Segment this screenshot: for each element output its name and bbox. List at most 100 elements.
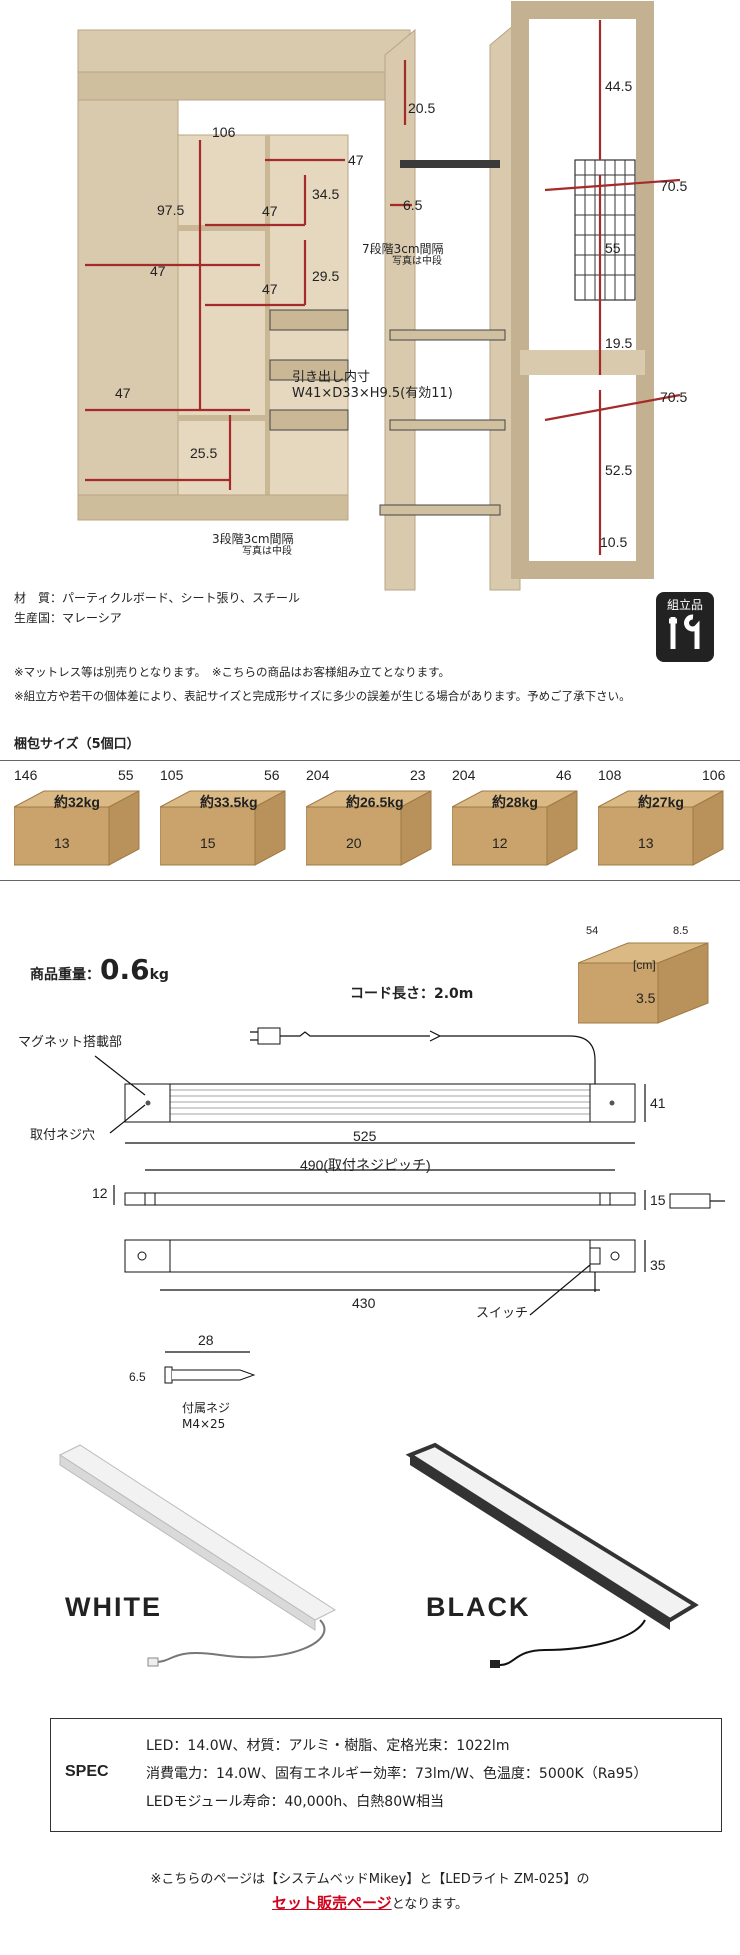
box-h: 3.5 [636, 990, 656, 1006]
dim-52-5: 52.5 [605, 462, 633, 478]
stair-note-sub: 写真は中段 [392, 256, 442, 268]
screw-hole-label: 取付ネジ穴 [30, 1127, 96, 1142]
dim-35: 35 [650, 1257, 666, 1273]
set-sale-highlight: セット販売ページ [271, 1894, 392, 1912]
dim-70-5-bottom: 70.5 [660, 389, 688, 405]
package-box-icon [306, 790, 432, 866]
screw-label-1: 付属ネジ [182, 1401, 231, 1415]
screw-label-2: M4×25 [182, 1417, 226, 1431]
dim-55: 55 [605, 240, 621, 256]
package-depth: 23 [410, 767, 426, 783]
package-weight: 約32kg [54, 794, 100, 810]
assembly-badge: 組立品 [656, 592, 714, 662]
package-depth: 106 [702, 767, 726, 783]
footer-line-2: セット販売ページとなります。 [0, 1892, 740, 1913]
magnet-label: マグネット搭載部 [18, 1034, 123, 1049]
dim-15: 15 [650, 1192, 666, 1208]
notice-line-1: ※マットレス等は別売りとなります。 ※こちらの商品はお客様組み立てとなります。 [14, 665, 451, 679]
screw-label: 付属ネジ M4×25 [182, 1400, 230, 1432]
shelf-note: 3段階3cm間隔 写真は中段 [212, 532, 322, 558]
spec-lines: LED：14.0W、材質：アルミ・樹脂、定格光束：1022lm 消費電力：14.… [146, 1735, 648, 1819]
origin-line: 生産国：マレーシア [14, 611, 122, 625]
dim-47-c: 47 [262, 281, 278, 297]
footer-line-2-rest: となります。 [391, 1897, 468, 1912]
spec-box: SPEC LED：14.0W、材質：アルミ・樹脂、定格光束：1022lm 消費電… [50, 1718, 722, 1832]
dim-47-d: 47 [115, 385, 131, 401]
package-title: 梱包サイズ（5個口） [14, 737, 140, 752]
package-item: 105 56 約33.5kg 15 [160, 767, 290, 875]
box-icon [577, 942, 709, 1024]
stair-note-title: 7段階3cm間隔 [362, 242, 444, 256]
dim-6-5: 6.5 [403, 197, 423, 213]
light-diagrams [94, 1027, 725, 1316]
package-box-icon [598, 790, 724, 866]
spec-line-1: LED：14.0W、材質：アルミ・樹脂、定格光束：1022lm [146, 1738, 510, 1754]
white-light-photo [58, 1444, 337, 1667]
box-unit: [cm] [633, 958, 656, 972]
notice-line-2: ※組立方や若干の個体差により、表記サイズと完成形サイズに多少の誤差が生じる場合が… [14, 689, 631, 703]
package-box-icon [160, 790, 286, 866]
screw-icon [164, 1351, 256, 1384]
package-height: 20 [346, 835, 362, 851]
drawer-note: 引き出し内寸 W41×D33×H9.5(有効11) [292, 370, 492, 403]
dim-47-top: 47 [348, 152, 364, 168]
stair-note: 7段階3cm間隔 写真は中段 [362, 242, 472, 268]
dim-34-5: 34.5 [312, 186, 340, 202]
package-depth: 55 [118, 767, 134, 783]
dim-47-b: 47 [150, 263, 166, 279]
dim-70-5-top: 70.5 [660, 178, 688, 194]
assembly-badge-label: 組立品 [666, 598, 703, 612]
package-height: 13 [638, 835, 654, 851]
dim-19-5: 19.5 [605, 335, 633, 351]
box-w: 54 [586, 925, 599, 937]
dim-97-5: 97.5 [157, 202, 185, 218]
package-weight: 約28kg [492, 794, 538, 810]
dim-430: 430 [352, 1295, 376, 1311]
spec-line-2: 消費電力：14.0W、固有エネルギー効率：73lm/W、色温度：5000K（Ra… [146, 1766, 648, 1782]
dim-525: 525 [353, 1128, 377, 1144]
shelf-note-title: 3段階3cm間隔 [212, 532, 294, 546]
dim-41: 41 [650, 1095, 666, 1111]
weight-value: 0.6 [100, 953, 150, 986]
dim-44-5: 44.5 [605, 78, 633, 94]
package-width: 204 [306, 767, 330, 783]
package-box-icon [14, 790, 140, 866]
footer-note: ※こちらのページは【システムベッドMikey】と【LEDライト ZM-025】の [150, 1872, 590, 1887]
materials-info: 材 質：パーティクルボード、シート張り、スチール 生産国：マレーシア [14, 588, 300, 628]
package-box-icon [452, 790, 578, 866]
package-height: 12 [492, 835, 508, 851]
package-height: 13 [54, 835, 70, 851]
dim-25-5: 25.5 [190, 445, 218, 461]
package-width: 108 [598, 767, 622, 783]
notices: ※マットレス等は別売りとなります。 ※こちらの商品はお客様組み立てとなります。 … [14, 660, 631, 708]
package-item: 108 106 約27kg 13 [598, 767, 728, 875]
spec-heading: SPEC [65, 1763, 109, 1780]
package-weight: 約27kg [638, 794, 684, 810]
cord-length: コード長さ：2.0m [350, 986, 474, 1002]
dim-29-5: 29.5 [312, 268, 340, 284]
package-width: 204 [452, 767, 476, 783]
drawer-note-title: 引き出し内寸 [292, 370, 371, 385]
package-weight: 約26.5kg [346, 794, 404, 810]
bed-drawing [77, 1, 681, 591]
weight-label: 商品重量： [30, 967, 100, 983]
dim-490: 490(取付ネジピッチ) [300, 1157, 431, 1173]
package-depth: 56 [264, 767, 280, 783]
materials-line: 材 質：パーティクルボード、シート張り、スチール [14, 591, 300, 605]
package-weight: 約33.5kg [200, 794, 258, 810]
product-weight: 商品重量：0.6kg [30, 953, 169, 986]
dim-47-a: 47 [262, 203, 278, 219]
shelf-note-sub: 写真は中段 [242, 546, 292, 558]
light-package-box: 54 8.5 [cm] 3.5 [577, 925, 713, 1028]
divider-top [0, 760, 740, 761]
divider-bottom [0, 880, 740, 881]
dim-106: 106 [212, 124, 236, 140]
dim-12: 12 [92, 1185, 108, 1201]
tools-icon [669, 614, 700, 649]
package-width: 105 [160, 767, 184, 783]
bed-illustration: 106 47 97.5 47 34.5 47 29.5 47 47 25.5 2… [0, 0, 740, 600]
package-height: 15 [200, 835, 216, 851]
